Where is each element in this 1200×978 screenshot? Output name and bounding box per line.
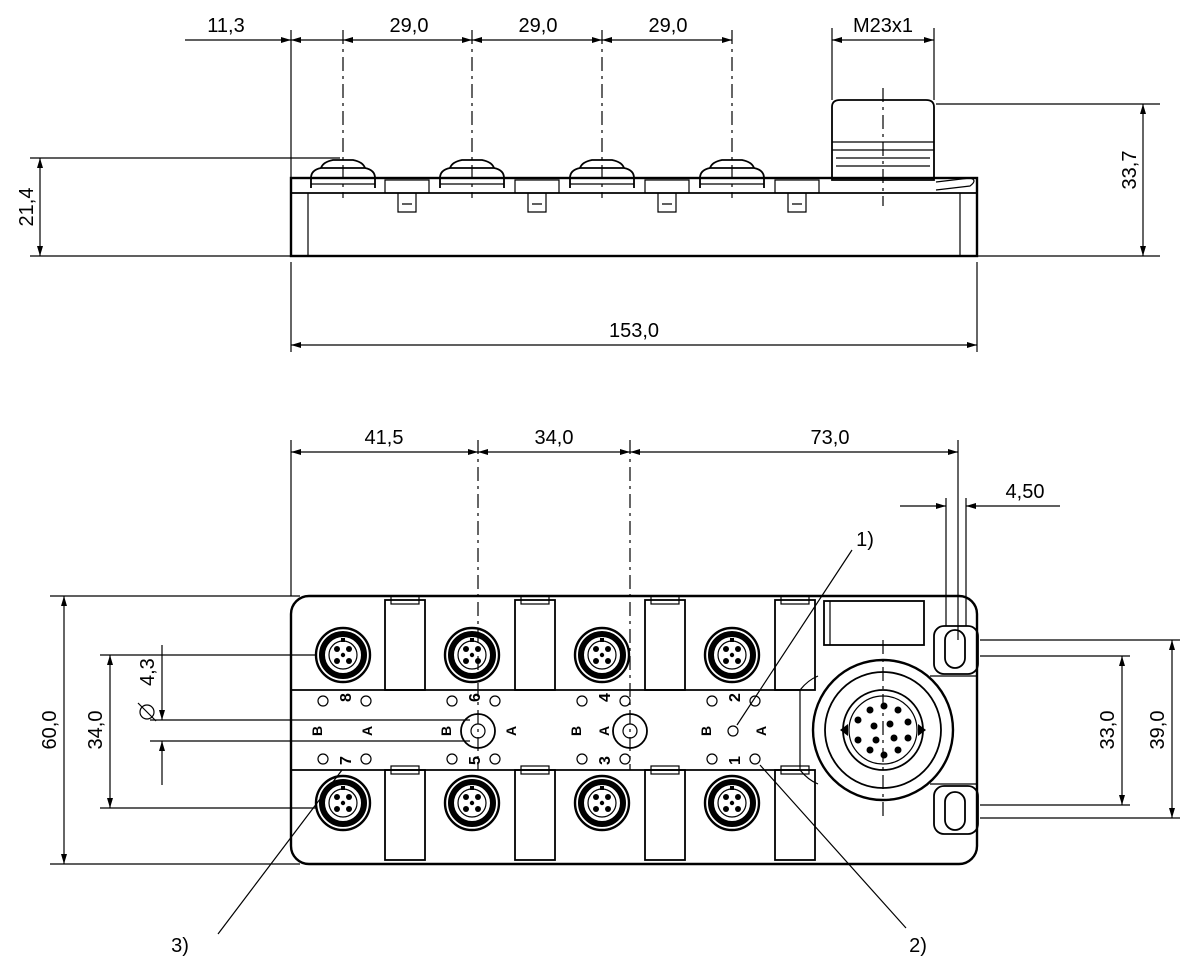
led-label-a-2: A <box>503 726 519 736</box>
port-label-7: 7 <box>338 756 355 765</box>
m23-connector-side <box>831 99 975 191</box>
top-view: 8 6 4 2 7 5 3 1 B A B A B A B A <box>39 427 1180 957</box>
mounting-slot-bottom <box>933 785 979 835</box>
status-led <box>727 725 739 737</box>
port-label-8: 8 <box>338 693 355 702</box>
dim-slot-outer: 39,0 <box>1147 711 1169 750</box>
mounting-slot-top <box>933 625 979 675</box>
dim-connector-thread: M23x1 <box>853 15 913 37</box>
port-5 <box>445 776 499 830</box>
port-7 <box>316 776 370 830</box>
callout-2: 2) <box>909 935 927 957</box>
port-2 <box>705 628 759 682</box>
port-label-3: 3 <box>597 756 614 765</box>
dim-height: 60,0 <box>39 711 61 750</box>
dim-slot-width: 4,50 <box>1006 481 1045 503</box>
callout-1: 1) <box>856 529 874 551</box>
side-body <box>289 176 979 258</box>
dim-total-height: 33,7 <box>1119 151 1141 190</box>
dim-pitch-1: 29,0 <box>390 15 429 37</box>
port-1 <box>705 776 759 830</box>
dim-pitch-2: 29,0 <box>519 15 558 37</box>
dim-offset-first: 11,3 <box>207 15 244 37</box>
dim-slot-spacing: 33,0 <box>1097 711 1119 750</box>
led-label-b-2: B <box>438 726 454 736</box>
port-label-6: 6 <box>467 693 484 702</box>
top-body <box>289 594 979 866</box>
dim-hole-to-end: 73,0 <box>811 427 850 449</box>
led-label-a-1: A <box>359 726 375 736</box>
port-label-4: 4 <box>597 693 614 702</box>
port-label-1: 1 <box>727 756 744 765</box>
port-label-5: 5 <box>467 756 484 765</box>
port-8 <box>316 628 370 682</box>
port-label-2: 2 <box>727 693 744 702</box>
led-label-a-4: A <box>753 726 769 736</box>
leds <box>317 695 761 765</box>
dim-total-length: 153,0 <box>609 320 659 342</box>
port-3 <box>575 776 629 830</box>
led-label-b-3: B <box>568 726 584 736</box>
dim-inner-height: 34,0 <box>85 711 107 750</box>
callout-3: 3) <box>171 935 189 957</box>
port-4 <box>575 628 629 682</box>
port-6 <box>445 628 499 682</box>
led-label-b-1: B <box>309 726 325 736</box>
led-label-a-3: A <box>596 726 612 736</box>
side-view: 11,3 29,0 29,0 29,0 M23x1 153,0 21,4 33,… <box>16 15 1160 352</box>
dim-body-height: 21,4 <box>16 188 38 227</box>
dim-hole-diameter: 4,3 <box>137 658 159 686</box>
dim-to-first-hole: 41,5 <box>365 427 404 449</box>
dim-pitch-3: 29,0 <box>649 15 688 37</box>
led-label-b-4: B <box>698 726 714 736</box>
dim-hole-spacing: 34,0 <box>535 427 574 449</box>
